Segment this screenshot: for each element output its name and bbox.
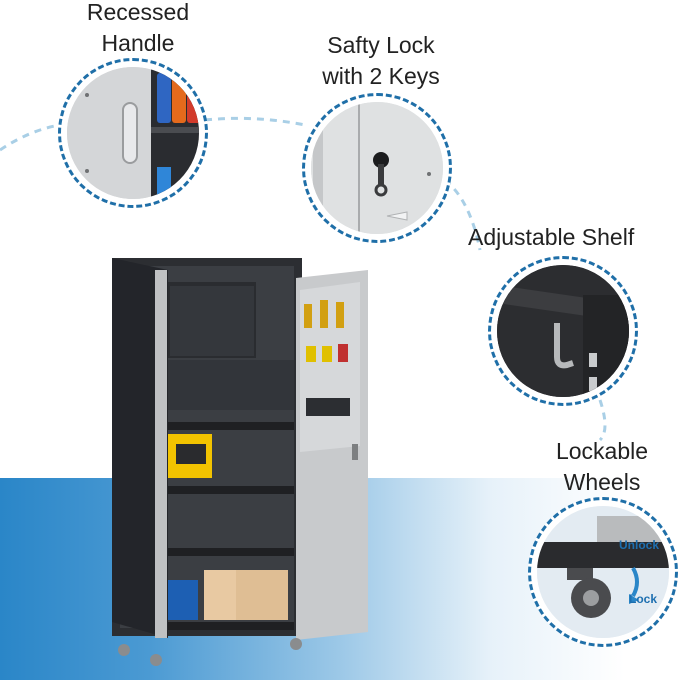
safety-lock-callout xyxy=(302,93,452,243)
adjustable-shelf-label: Adjustable Shelf xyxy=(468,222,668,253)
recessed-handle-title-line2: Handle xyxy=(101,30,175,56)
caster-wheel-icon xyxy=(537,506,669,638)
lockable-wheels-callout: Unlock Lock xyxy=(528,497,678,647)
safety-lock-title-line1: Safty Lock xyxy=(327,32,435,58)
casters xyxy=(118,638,302,666)
recessed-handle-callout xyxy=(58,58,208,208)
pegboard-holes xyxy=(170,286,254,356)
adjustable-shelf-title: Adjustable Shelf xyxy=(468,224,635,250)
lock-tag: Lock xyxy=(629,592,658,606)
lockable-wheels-label: Lockable Wheels xyxy=(532,436,672,498)
unlock-tag: Unlock xyxy=(619,538,660,552)
recessed-handle-title-line1: Recessed xyxy=(86,0,190,25)
tools-on-door xyxy=(304,300,350,416)
recessed-handle-label: Recessed Handle xyxy=(58,0,218,59)
adjustable-shelf-callout xyxy=(488,256,638,406)
safety-lock-label: Safty Lock with 2 Keys xyxy=(296,30,466,92)
left-door xyxy=(112,258,168,638)
key-lock-icon xyxy=(311,102,443,234)
shelf-bracket-icon xyxy=(497,265,629,397)
lockable-wheels-title-line1: Lockable xyxy=(555,438,649,464)
safety-lock-title-line2: with 2 Keys xyxy=(322,63,440,89)
shelf-items xyxy=(168,434,288,620)
lockable-wheels-title-line2: Wheels xyxy=(563,469,641,495)
